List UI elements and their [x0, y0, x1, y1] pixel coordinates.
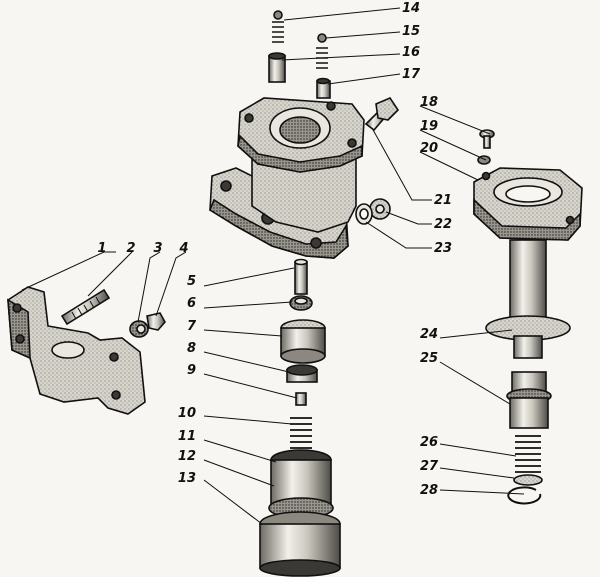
- callout-11: 11: [178, 429, 196, 444]
- leader-lines: [21, 7, 525, 525]
- piston-spring-part: [290, 417, 312, 455]
- seal-ring-part: [289, 295, 313, 311]
- callout-14: 14: [402, 1, 420, 16]
- banjo-bolt-part: [364, 97, 400, 132]
- callout-17: 17: [402, 67, 421, 82]
- sealing-washer-part: [369, 198, 391, 220]
- callout-16: 16: [402, 45, 420, 60]
- piston-part: [280, 319, 326, 364]
- push-rod-part: [294, 258, 308, 295]
- washer-part: [129, 320, 149, 338]
- nut-part: [146, 312, 166, 331]
- callout-24: 24: [420, 327, 438, 342]
- main-housing-part: [209, 97, 365, 259]
- callout-23: 23: [434, 241, 452, 256]
- callout-18: 18: [420, 95, 438, 110]
- guide-sleeve-part: [506, 371, 552, 429]
- cylinder-cap-part: [259, 511, 341, 577]
- return-spring-part: [515, 435, 541, 473]
- screw-part: [479, 129, 495, 149]
- callout-7: 7: [187, 319, 197, 334]
- callout-13: 13: [178, 471, 196, 486]
- retaining-ring-part: [507, 486, 542, 505]
- plunger-shaft-part: [485, 239, 571, 359]
- callout-6: 6: [187, 296, 196, 311]
- callout-9: 9: [187, 363, 196, 378]
- threaded-stud-part: [60, 288, 111, 326]
- valve-disc-part: [286, 364, 318, 383]
- callout-27: 27: [420, 459, 439, 474]
- callout-28: 28: [420, 483, 438, 498]
- callout-25: 25: [420, 351, 438, 366]
- cylinder-body-part: [268, 449, 334, 519]
- callout-5: 5: [187, 274, 196, 289]
- callout-8: 8: [187, 341, 196, 356]
- callout-15: 15: [402, 24, 420, 39]
- callout-19: 19: [420, 119, 438, 134]
- callout-26: 26: [420, 435, 438, 450]
- cover-flange-part: [473, 167, 583, 241]
- ball-part: [317, 33, 327, 43]
- callout-labels: 1 2 3 4 5 6 7 8 9 10 11 12 13 14 15 16 1…: [97, 1, 452, 498]
- callout-1: 1: [97, 241, 106, 256]
- valve-pin-part: [295, 392, 307, 406]
- callout-3: 3: [153, 241, 162, 256]
- top-spring-part: [272, 10, 284, 43]
- bracket-part: [7, 286, 146, 415]
- pin-part: [316, 77, 331, 99]
- callout-22: 22: [434, 217, 452, 232]
- callout-20: 20: [420, 141, 438, 156]
- callout-2: 2: [126, 241, 135, 256]
- callout-4: 4: [178, 241, 188, 256]
- callout-12: 12: [178, 449, 196, 464]
- bushing-part: [268, 52, 286, 83]
- callout-21: 21: [434, 193, 452, 208]
- callout-10: 10: [178, 406, 196, 421]
- gasket-part: [355, 203, 373, 225]
- spring-washer-part: [513, 474, 543, 486]
